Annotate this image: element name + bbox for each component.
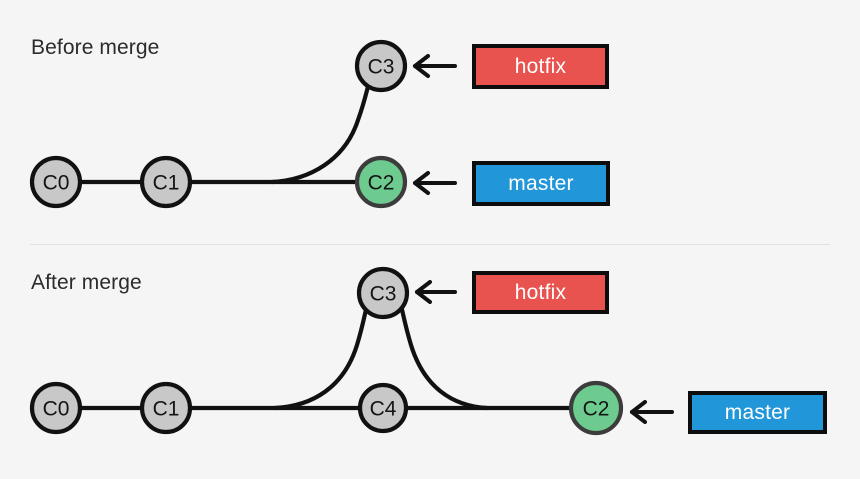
commit-label-c2-bottom: C2 xyxy=(583,398,610,421)
commit-label-c0-top: C0 xyxy=(43,172,70,195)
branch-label-master-after[interactable]: master xyxy=(688,391,827,434)
edge-c1-to-c3-bottom xyxy=(272,296,373,411)
edge-branch-to-c3-top xyxy=(269,77,373,185)
commit-label-c1-bottom: C1 xyxy=(153,398,180,421)
branch-label-hotfix-before[interactable]: hotfix xyxy=(472,44,609,89)
commit-node-c2-bottom[interactable] xyxy=(568,380,624,436)
arrow-hotfix-to-c3-bottom xyxy=(415,280,457,304)
branch-label-hotfix-after[interactable]: hotfix xyxy=(472,271,609,314)
commit-label-c1-top: C1 xyxy=(153,172,180,195)
commit-node-c3-bottom[interactable] xyxy=(356,266,410,320)
commit-label-c3-top: C3 xyxy=(368,56,395,79)
before-merge-graph: C0 C1 C2 C3 xyxy=(29,39,457,209)
commit-label-c4-bottom: C4 xyxy=(370,398,397,421)
commit-label-c3-bottom: C3 xyxy=(370,283,397,306)
arrow-master-to-c2-top xyxy=(413,171,457,195)
commit-label-c2-top: C2 xyxy=(368,172,395,195)
commit-node-c4-bottom[interactable] xyxy=(357,382,409,434)
commit-node-c1-top[interactable] xyxy=(139,155,193,209)
commit-label-c0-bottom: C0 xyxy=(43,398,70,421)
edge-c3-to-c2-bottom xyxy=(395,296,490,411)
arrow-hotfix-to-c3-top xyxy=(413,54,457,78)
commit-node-c3-top[interactable] xyxy=(354,39,408,93)
after-merge-graph: C0 C1 C4 C3 C2 xyxy=(29,266,674,436)
after-merge-title: After merge xyxy=(31,271,142,294)
commit-node-c0-top[interactable] xyxy=(29,155,83,209)
commit-node-c0-bottom[interactable] xyxy=(29,381,83,435)
branch-label-master-before[interactable]: master xyxy=(472,161,610,206)
commit-node-c2-top[interactable] xyxy=(354,155,408,209)
arrow-master-to-c2-bottom xyxy=(630,400,674,424)
before-merge-title: Before merge xyxy=(31,36,160,59)
commit-node-c1-bottom[interactable] xyxy=(139,381,193,435)
section-divider xyxy=(30,244,830,245)
